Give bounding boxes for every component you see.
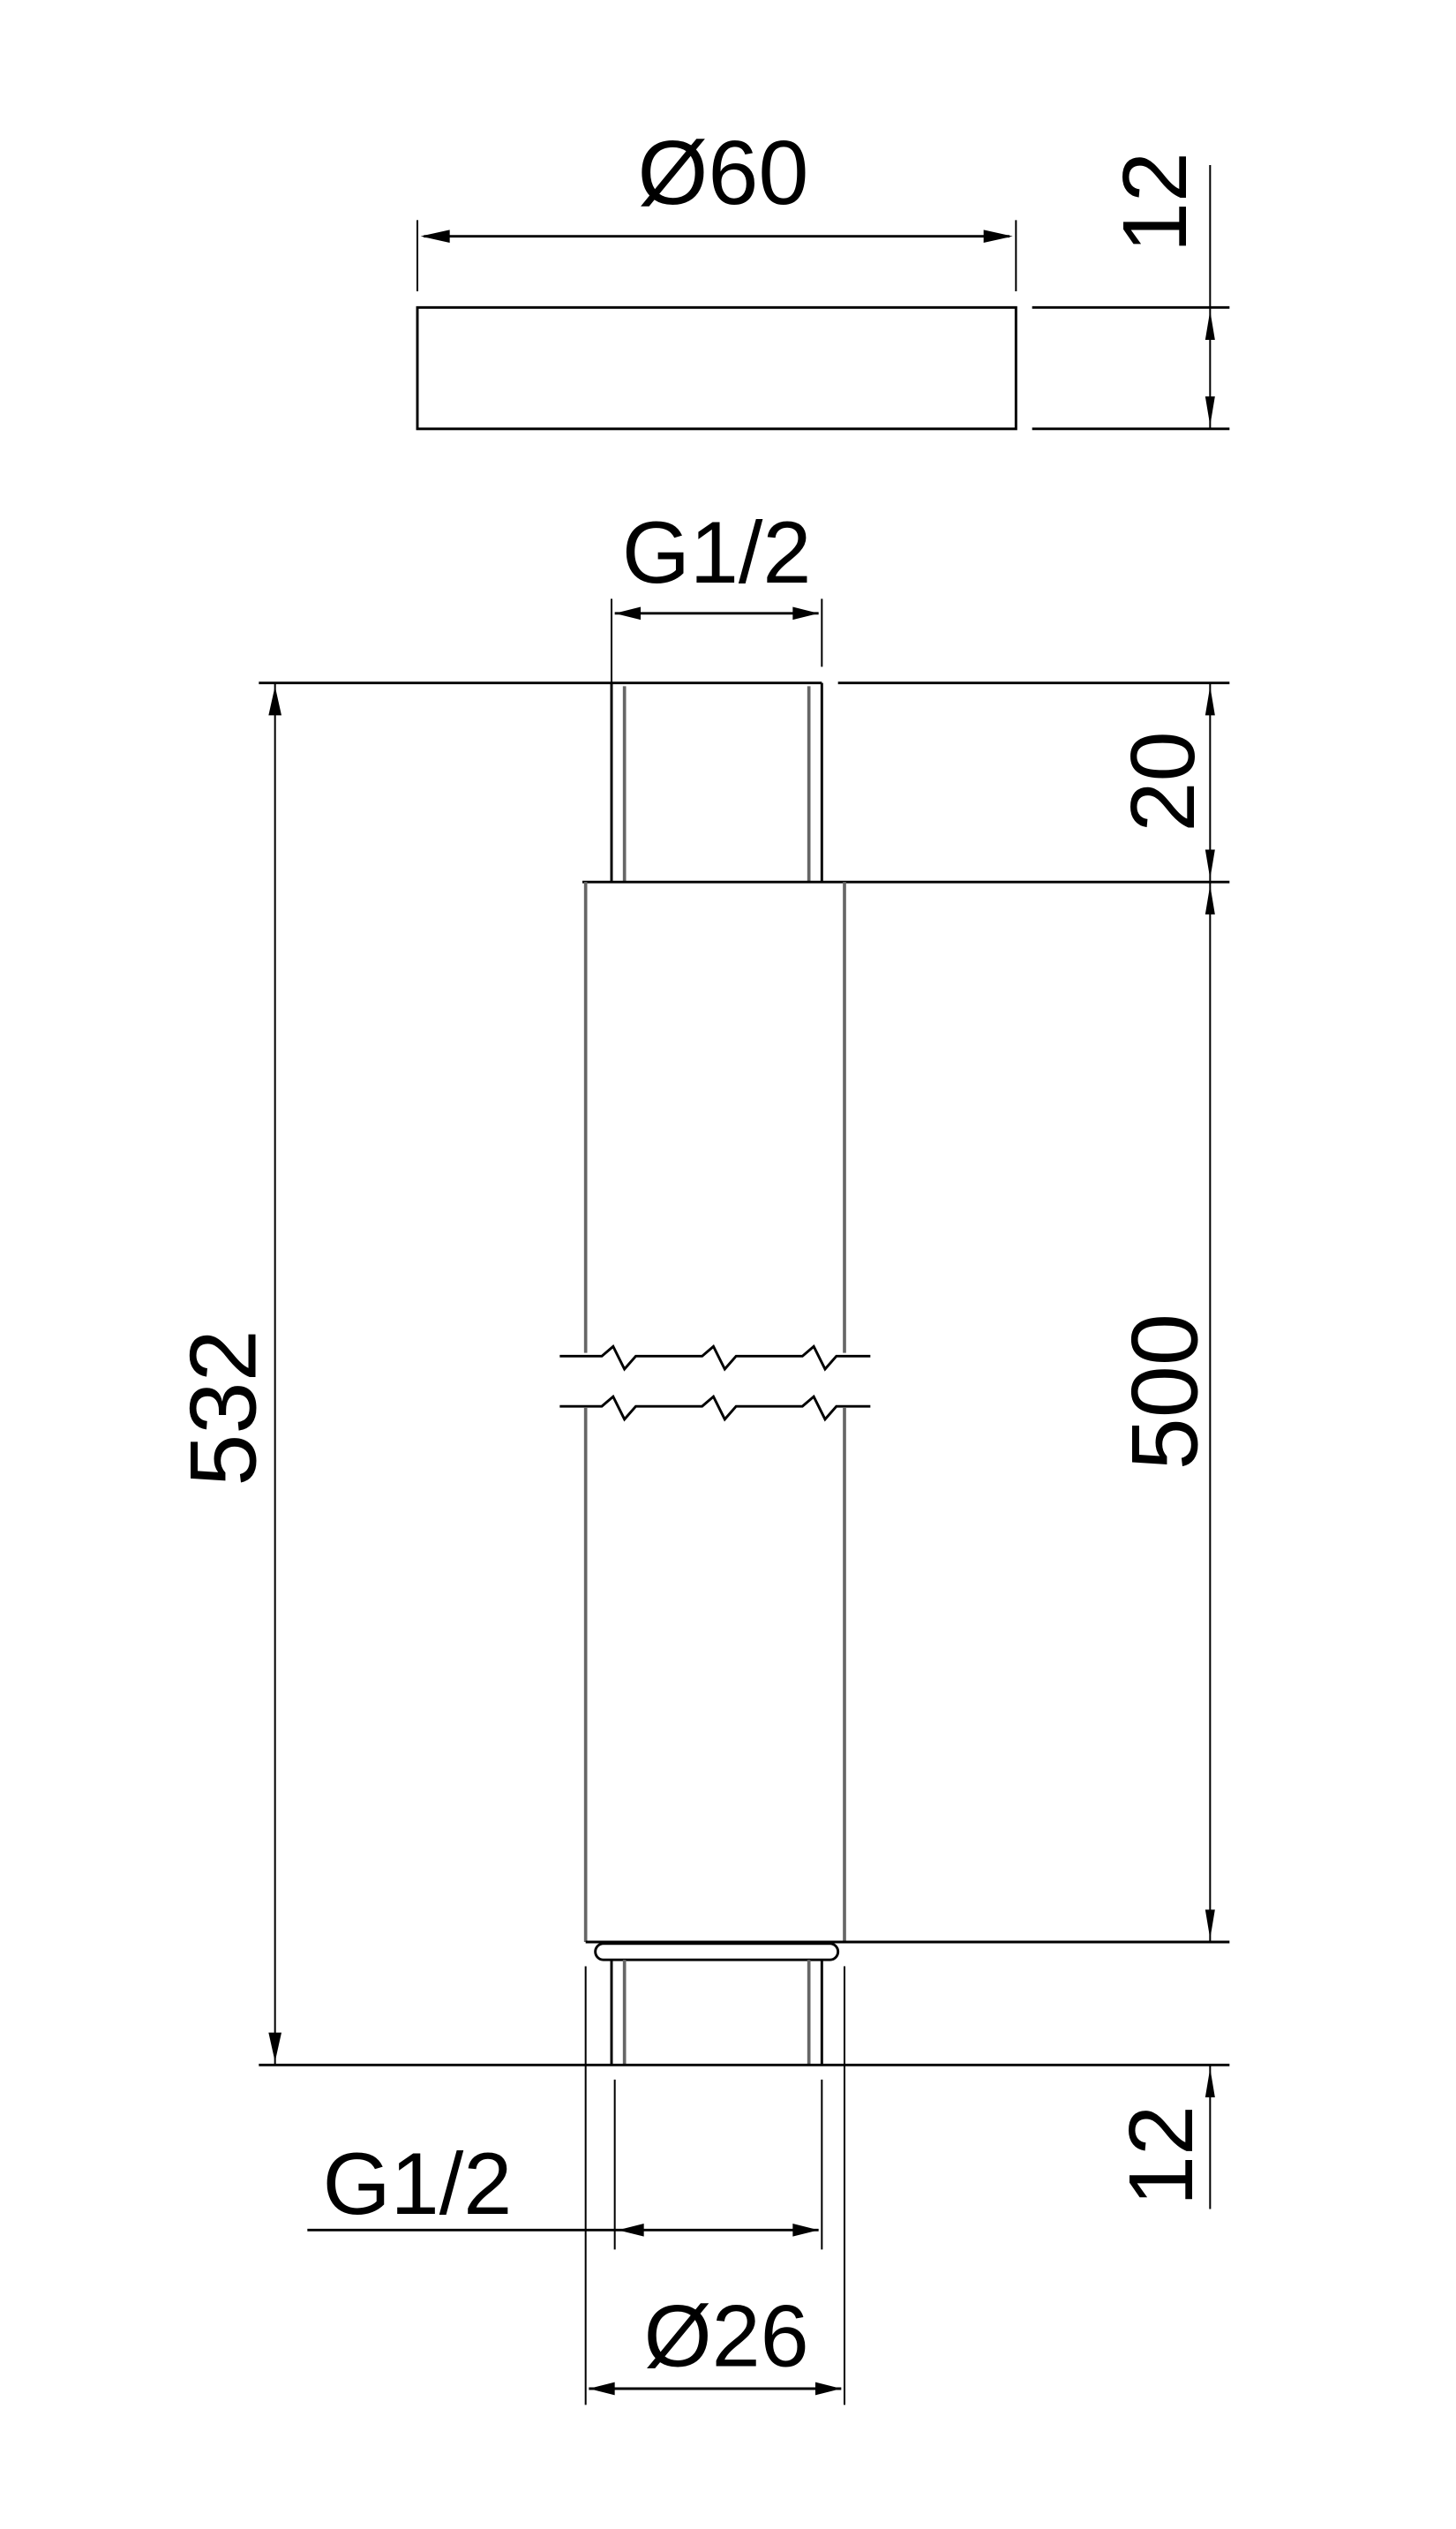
- dim-body-length: 500: [1113, 1313, 1218, 1470]
- bottom-thread-stub: [610, 1960, 823, 2066]
- dim-top-thread-length: 20: [1112, 731, 1213, 832]
- dim-body-diameter: Ø26: [644, 2286, 809, 2384]
- dim-disc-thickness: 12: [1104, 152, 1205, 252]
- pipe-body: [582, 880, 1230, 1961]
- cover-disc-outline: [416, 305, 1017, 431]
- dim-overall-length: 532: [171, 1329, 276, 1486]
- dim-top-thread: G1/2: [622, 503, 812, 601]
- break-lines: [559, 1344, 871, 1422]
- dim-disc-diameter: Ø60: [637, 122, 808, 223]
- dim-bottom-thread-length: 12: [1110, 2105, 1212, 2206]
- cover-disc-view: Ø60 12: [416, 122, 1230, 431]
- dim-bottom-thread: G1/2: [323, 2134, 513, 2232]
- top-thread-stub: [610, 682, 823, 883]
- extension-pipe-view: G1/2: [171, 503, 1230, 2405]
